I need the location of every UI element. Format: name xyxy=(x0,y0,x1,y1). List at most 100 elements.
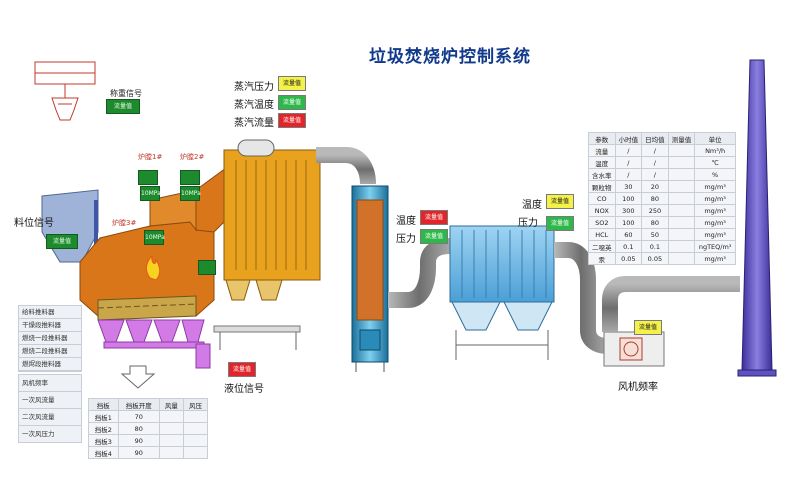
fan-panel-item[interactable]: 二次风流量 xyxy=(19,409,81,426)
furnace-1-indicator[interactable] xyxy=(138,170,158,185)
table-header: 参数 xyxy=(588,132,616,145)
table-cell xyxy=(182,446,209,459)
table-row: 温度//℃ xyxy=(588,156,736,169)
fan-frequency-badge[interactable]: 流量值 xyxy=(634,320,662,335)
table-cell xyxy=(667,156,696,169)
table-row: 含水率//% xyxy=(588,168,736,181)
table-cell xyxy=(667,252,696,265)
table-cell: 0.05 xyxy=(641,252,669,265)
filter-pressure-badge[interactable]: 流量值 xyxy=(546,216,574,231)
waste-heat-boiler xyxy=(213,139,321,350)
flue-duct xyxy=(195,167,227,233)
flame-icon xyxy=(145,254,161,281)
weight-signal-label: 称重信号 xyxy=(110,89,142,98)
table-cell: 挡板4 xyxy=(88,446,119,459)
crane-grab xyxy=(34,61,96,121)
furnace-3-label: 炉膛3# xyxy=(112,219,137,227)
furnace-2-indicator[interactable] xyxy=(180,170,200,185)
table-cell: HCL xyxy=(588,228,616,241)
table-cell: ngTEQ/m³ xyxy=(694,240,736,253)
fan-panel-item[interactable]: 一次风压力 xyxy=(22,430,55,438)
table-cell: mg/m³ xyxy=(694,228,736,241)
fan-frequency-label: 风机频率 xyxy=(618,382,658,393)
filter-temp-label: 温度 xyxy=(522,200,542,211)
table-cell xyxy=(182,422,209,435)
filter-temp-badge[interactable]: 流量值 xyxy=(546,194,574,209)
reactor-temp-badge[interactable]: 流量值 xyxy=(420,210,448,225)
weight-signal-badge[interactable]: 流量值 xyxy=(106,99,140,114)
table-cell: 含水率 xyxy=(588,168,616,181)
table-cell: 60 xyxy=(614,228,643,241)
reactor-pressure-label: 压力 xyxy=(396,234,416,245)
table-cell: mg/m³ xyxy=(694,252,736,265)
table-cell: 250 xyxy=(641,204,669,217)
steam-pressure-badge[interactable]: 流量值 xyxy=(278,76,306,91)
table-header: 单位 xyxy=(694,132,736,145)
table-cell: 挡板2 xyxy=(88,422,119,435)
table-cell: 90 xyxy=(117,446,160,459)
induced-draft-fan xyxy=(603,331,665,367)
table-cell xyxy=(667,168,696,181)
table-cell: 流量 xyxy=(588,144,616,157)
table-row: 挡板2 80 xyxy=(88,422,209,435)
grate xyxy=(97,295,197,321)
material-signal-badge[interactable]: 流量值 xyxy=(46,234,78,249)
table-cell: mg/m³ xyxy=(694,204,736,217)
table-cell xyxy=(667,144,696,157)
table-cell: 70 xyxy=(117,410,160,423)
table-cell: 100 xyxy=(614,216,643,229)
table-row: 挡板1 70 xyxy=(88,410,209,423)
reactor-tower xyxy=(351,185,389,372)
table-header-row: 参数 小时值 日均值 测量值 单位 xyxy=(588,132,736,145)
table-cell: 90 xyxy=(117,434,160,447)
table-cell: CO xyxy=(588,192,616,205)
bag-filter xyxy=(449,225,555,360)
table-cell: / xyxy=(614,144,643,157)
fan-panel-item[interactable]: 一次风流量 xyxy=(19,392,81,409)
table-cell: Nm³/h xyxy=(694,144,736,157)
table-cell: 80 xyxy=(641,192,669,205)
filter-pressure-label: 压力 xyxy=(518,218,538,229)
level-signal-badge[interactable]: 流量值 xyxy=(228,362,256,377)
table-cell: / xyxy=(641,144,669,157)
table-header: 挡板开度 xyxy=(117,398,160,411)
grate-item[interactable]: 干燥段推料器 xyxy=(19,319,81,332)
table-cell xyxy=(158,446,184,459)
grate-item[interactable]: 给料推料器 xyxy=(19,306,81,319)
grate-item[interactable]: 燃烬段推料器 xyxy=(19,358,81,371)
fan-panel-title: 风机频率 xyxy=(19,375,81,392)
pressure-tag-3[interactable]: 10MPa xyxy=(144,230,165,245)
grate-item[interactable]: 燃烧二段推料器 xyxy=(19,345,81,358)
reactor-pressure-badge[interactable]: 流量值 xyxy=(420,229,448,244)
pressure-tag-2[interactable]: 10MPa xyxy=(180,186,201,201)
steam-flow-badge[interactable]: 流量值 xyxy=(278,113,306,128)
steam-temp-badge[interactable]: 流量值 xyxy=(278,95,306,110)
table-cell: 0.1 xyxy=(641,240,669,253)
table-cell: 温度 xyxy=(588,156,616,169)
emission-table: 参数 小时值 日均值 测量值 单位 流量//Nm³/h 温度//℃ 含水率//%… xyxy=(588,132,736,265)
table-cell: 80 xyxy=(641,216,669,229)
table-cell: 二噁英 xyxy=(588,240,616,253)
table-cell: 汞 xyxy=(588,252,616,265)
table-cell xyxy=(158,422,184,435)
table-cell: / xyxy=(641,156,669,169)
table-cell: mg/m³ xyxy=(694,192,736,205)
table-cell: 0.05 xyxy=(614,252,643,265)
table-cell: 挡板3 xyxy=(88,434,119,447)
table-cell xyxy=(667,192,696,205)
table-header: 挡板 xyxy=(88,398,119,411)
table-row: 挡板3 90 xyxy=(88,434,209,447)
level-signal-label: 液位信号 xyxy=(224,384,264,395)
table-cell: / xyxy=(614,168,643,181)
pressure-tag-1[interactable]: 10MPa xyxy=(140,186,161,201)
grate-item[interactable]: 燃烧一段推料器 xyxy=(19,332,81,345)
furnace-temp-indicator[interactable] xyxy=(198,260,216,275)
steam-temp-label: 蒸汽温度 xyxy=(234,100,274,111)
table-cell xyxy=(182,410,209,423)
